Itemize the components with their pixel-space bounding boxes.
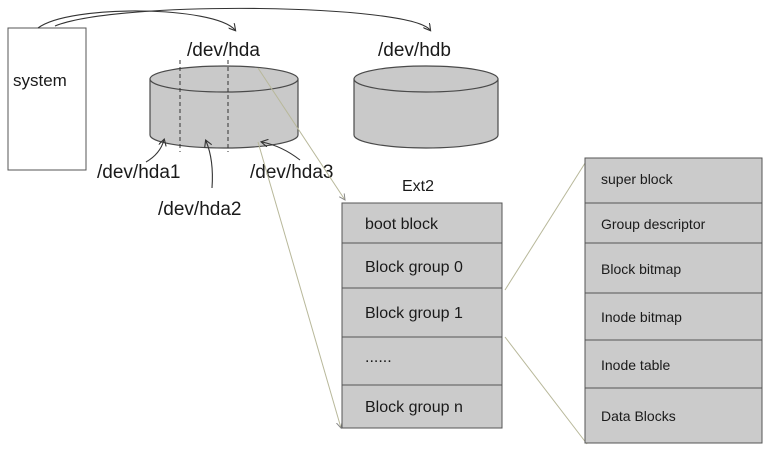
ext2-box: boot block Block group 0 Block group 1 .… (341, 202, 503, 429)
partition-label-hda1: /dev/hda1 (97, 162, 180, 183)
disk-label-hdb: /dev/hdb (378, 40, 451, 61)
ext2-row-label: ...... (365, 349, 392, 366)
connector-group-top (504, 159, 588, 291)
ext2-row (341, 384, 503, 429)
ext2-row (341, 202, 503, 244)
ext2-row (341, 336, 503, 386)
ext2-row-label: Block group 1 (365, 305, 463, 322)
block-group-row-label: super block (601, 171, 674, 187)
disk-label-hda: /dev/hda (187, 40, 260, 61)
connector-group-bottom (504, 336, 588, 445)
partition-label-hda2: /dev/hda2 (158, 199, 241, 220)
ext2-row-label: Block group 0 (365, 259, 463, 276)
partition-label-hda3: /dev/hda3 (250, 162, 333, 183)
arrow-hda3 (262, 142, 301, 161)
block-group-box: super block Group descriptor Block bitma… (584, 157, 763, 444)
block-group-row-label: Data Blocks (601, 408, 676, 424)
system-box: system (7, 27, 87, 171)
connector-hda-to-ext2-top (257, 67, 345, 200)
arrow-system-to-hda (37, 10, 235, 30)
block-group-row-label: Inode bitmap (601, 309, 682, 325)
disk-hdb-cylinder (353, 65, 499, 149)
block-group-row-label: Inode table (601, 357, 670, 373)
block-group-row (584, 157, 763, 204)
block-group-row (584, 292, 763, 341)
connector-hda-to-ext2-bottom (257, 141, 341, 428)
block-group-row-label: Group descriptor (601, 216, 706, 232)
disk-hda-cylinder (149, 60, 299, 152)
system-label: system (13, 71, 67, 90)
arrow-hda1 (145, 140, 164, 163)
ext2-row (341, 287, 503, 338)
arrow-system-to-hdb (54, 7, 430, 30)
block-group-row-label: Block bitmap (601, 261, 681, 277)
ext2-title: Ext2 (402, 178, 434, 195)
block-group-row (584, 242, 763, 294)
block-group-row (584, 387, 763, 444)
block-group-row (584, 339, 763, 389)
ext2-row-label: boot block (365, 216, 439, 233)
ext2-row-label: Block group n (365, 399, 463, 416)
block-group-row (584, 202, 763, 244)
arrow-hda2 (206, 141, 213, 189)
